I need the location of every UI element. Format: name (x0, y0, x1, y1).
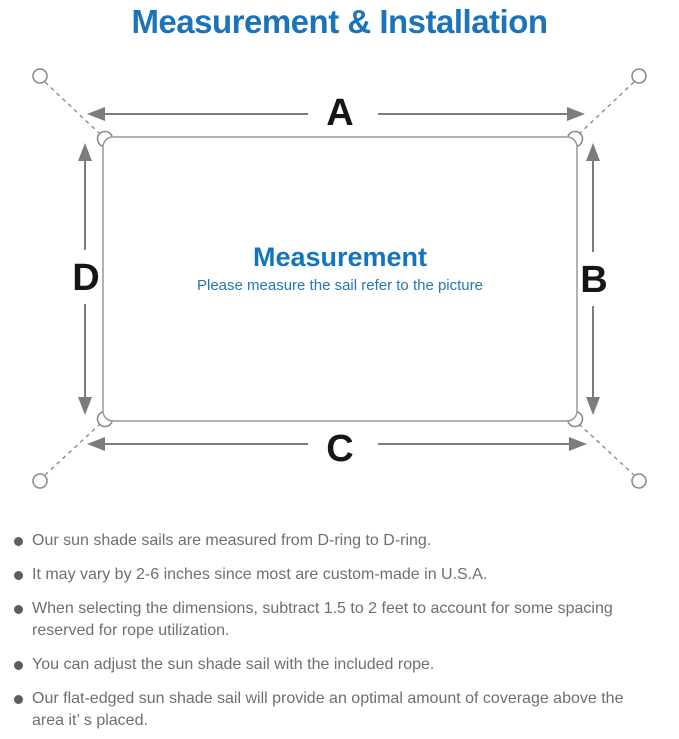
note-text: Our flat-edged sun shade sail will provi… (32, 690, 624, 729)
note-text: You can adjust the sun shade sail with t… (32, 656, 435, 673)
notes-list: Our sun shade sails are measured from D-… (0, 518, 679, 732)
note-text: It may vary by 2-6 inches since most are… (32, 566, 488, 583)
bullet-icon (14, 605, 23, 614)
anchor-point-icon (32, 473, 48, 489)
list-item: When selecting the dimensions, subtract … (14, 598, 655, 642)
dimension-arrow-b (586, 143, 600, 415)
sail-measurement-diagram: A B C D Measurement Please measure the s… (32, 68, 647, 489)
center-subtitle: Please measure the sail refer to the pic… (197, 277, 483, 294)
dimension-arrow-a (87, 107, 585, 121)
dimension-arrow-d (78, 143, 92, 415)
label-side-a: A (326, 92, 353, 134)
list-item: You can adjust the sun shade sail with t… (14, 654, 655, 676)
bullet-icon (14, 571, 23, 580)
bullet-icon (14, 661, 23, 670)
anchor-point-icon (32, 68, 48, 84)
rope-line-top-left (44, 81, 101, 135)
anchor-point-icon (631, 68, 647, 84)
note-text: When selecting the dimensions, subtract … (32, 600, 613, 639)
label-side-b: B (580, 259, 607, 301)
page-title: Measurement & Installation (131, 3, 548, 40)
list-item: Our flat-edged sun shade sail will provi… (14, 688, 655, 732)
note-text: Our sun shade sails are measured from D-… (32, 532, 432, 549)
list-item: Our sun shade sails are measured from D-… (14, 530, 655, 552)
label-side-d: D (72, 257, 99, 299)
sail-outline (102, 136, 578, 422)
bullet-icon (14, 695, 23, 704)
list-item: It may vary by 2-6 inches since most are… (14, 564, 655, 586)
label-side-c: C (326, 428, 353, 470)
rope-line-bottom-left (44, 423, 101, 476)
rope-line-top-right (578, 81, 635, 135)
rope-line-bottom-right (578, 423, 635, 476)
bullet-icon (14, 537, 23, 546)
anchor-point-icon (631, 473, 647, 489)
dimension-arrow-c (87, 437, 587, 451)
center-heading: Measurement (253, 242, 427, 272)
